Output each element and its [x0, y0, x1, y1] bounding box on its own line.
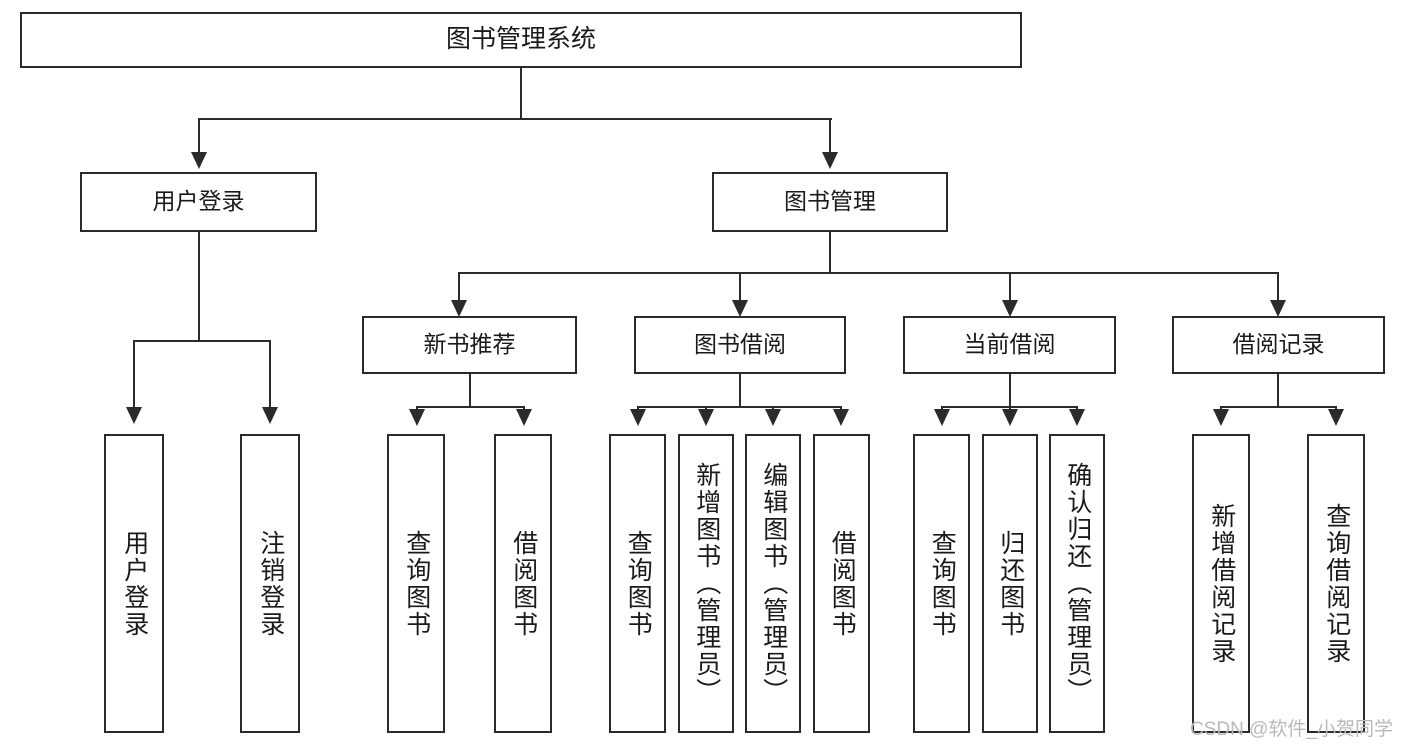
leaf-query-book-borrow[interactable]: 查询图书: [609, 434, 666, 733]
arrow-to-leaf-query-book-1: [409, 409, 425, 426]
edge-to-book-borrow: [739, 272, 741, 304]
node-label: 归还图书: [996, 529, 1025, 638]
edge-book-manage-bus: [458, 272, 1278, 274]
arrow-to-leaf-borrow-book-2: [833, 409, 849, 426]
leaf-user-login[interactable]: 用户登录: [104, 434, 164, 733]
edge-book-borrow-bus: [637, 406, 841, 408]
arrow-to-leaf-add-book: [698, 409, 714, 426]
node-borrow-record[interactable]: 借阅记录: [1172, 316, 1385, 374]
node-label: 编辑图书（管理员）: [759, 462, 788, 705]
edge-root-to-book-manage: [829, 118, 831, 154]
node-label: 借阅图书: [828, 529, 857, 638]
edge-book-borrow-stem: [739, 374, 741, 408]
node-label: 查询图书: [402, 529, 431, 638]
watermark-csdn: CSDN @软件_小贺同学: [1190, 714, 1393, 741]
edge-current-borrow-stem: [1009, 374, 1011, 408]
arrow-to-new-book: [451, 300, 467, 317]
edge-user-login-bus: [133, 340, 270, 342]
arrow-to-borrow-record: [1270, 300, 1286, 317]
node-label: 新增借阅记录: [1207, 502, 1236, 665]
arrow-to-current-borrow: [1002, 300, 1018, 317]
node-label: 借阅记录: [1232, 331, 1325, 358]
leaf-query-book-recommend[interactable]: 查询图书: [387, 434, 445, 733]
node-label: 图书管理系统: [445, 25, 596, 54]
arrow-to-leaf-confirm-return: [1069, 409, 1085, 426]
node-label: 确认归还（管理员）: [1063, 462, 1092, 705]
edge-root-stem: [520, 68, 522, 118]
arrow-to-book-borrow: [732, 300, 748, 317]
leaf-logout-login[interactable]: 注销登录: [240, 434, 300, 733]
leaf-query-book-current[interactable]: 查询图书: [913, 434, 970, 733]
node-label: 图书管理: [784, 188, 876, 215]
edge-to-current-borrow: [1009, 272, 1011, 304]
arrow-to-leaf-query-book-3: [934, 409, 950, 426]
edge-root-to-user-login: [198, 118, 200, 154]
leaf-borrow-book-recommend[interactable]: 借阅图书: [494, 434, 552, 733]
arrow-to-leaf-add-record: [1213, 409, 1229, 426]
node-label: 图书借阅: [694, 331, 786, 358]
leaf-query-borrow-record[interactable]: 查询借阅记录: [1307, 434, 1365, 733]
node-label: 注销登录: [256, 529, 285, 638]
edge-new-book-bus: [416, 406, 525, 408]
node-label: 用户登录: [152, 188, 245, 215]
leaf-borrow-book[interactable]: 借阅图书: [813, 434, 870, 733]
node-label: 新书推荐: [423, 331, 516, 358]
arrow-to-book-manage: [822, 152, 838, 169]
node-current-borrow[interactable]: 当前借阅: [903, 316, 1116, 374]
node-label: 当前借阅: [963, 331, 1056, 358]
node-root-system[interactable]: 图书管理系统: [20, 12, 1022, 68]
arrow-to-leaf-query-record: [1328, 409, 1344, 426]
node-book-management[interactable]: 图书管理: [712, 172, 948, 232]
edge-to-new-book: [458, 272, 460, 304]
leaf-edit-book-admin[interactable]: 编辑图书（管理员）: [745, 434, 801, 733]
node-book-borrow[interactable]: 图书借阅: [634, 316, 846, 374]
leaf-return-book[interactable]: 归还图书: [982, 434, 1038, 733]
node-label: 查询图书: [928, 529, 957, 638]
leaf-confirm-return-admin[interactable]: 确认归还（管理员）: [1049, 434, 1105, 733]
arrow-to-leaf-user-login: [126, 407, 142, 424]
edge-book-manage-stem: [829, 232, 831, 274]
edge-to-borrow-record: [1277, 272, 1279, 304]
arrow-to-leaf-edit-book: [765, 409, 781, 426]
arrow-to-leaf-logout: [262, 407, 278, 424]
edge-user-login-stem: [198, 232, 200, 342]
arrow-to-leaf-return-book: [1002, 409, 1018, 426]
edge-root-bus: [198, 118, 832, 120]
arrow-to-user-login: [191, 152, 207, 169]
edge-borrow-record-bus: [1220, 406, 1337, 408]
arrow-to-leaf-query-book-2: [630, 409, 646, 426]
edge-borrow-record-stem: [1277, 374, 1279, 408]
node-user-login[interactable]: 用户登录: [80, 172, 317, 232]
arrow-to-leaf-borrow-book-1: [516, 409, 532, 426]
node-new-book-recommend[interactable]: 新书推荐: [362, 316, 577, 374]
node-label: 查询图书: [624, 529, 653, 638]
leaf-add-borrow-record[interactable]: 新增借阅记录: [1192, 434, 1250, 733]
node-label: 借阅图书: [509, 529, 538, 638]
edge-new-book-stem: [469, 374, 471, 408]
node-label: 用户登录: [120, 529, 149, 638]
node-label: 新增图书（管理员）: [692, 462, 721, 705]
edge-user-login-drop-1: [133, 340, 135, 410]
watermark-text: CSDN @软件_小贺同学: [1190, 719, 1393, 740]
edge-user-login-drop-2: [269, 340, 271, 410]
node-label: 查询借阅记录: [1322, 502, 1351, 665]
leaf-add-book-admin[interactable]: 新增图书（管理员）: [678, 434, 734, 733]
